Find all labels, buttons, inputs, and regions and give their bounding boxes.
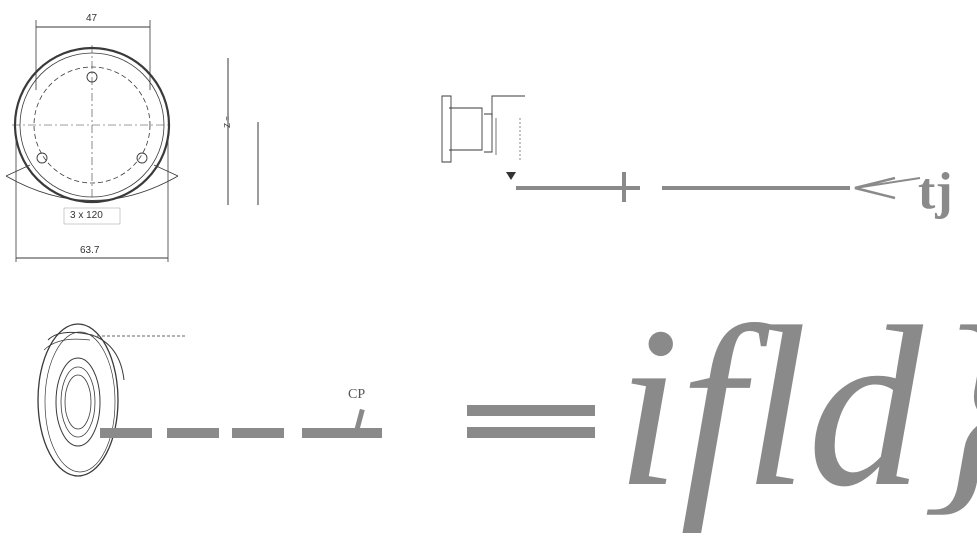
dim-bolt-pattern: 3 x 120 [70,210,103,221]
gray-baseline [516,172,921,202]
side-view [441,95,525,180]
front-view [5,20,179,262]
bolt-hole-left [36,152,48,164]
gray-dash-row [100,408,382,438]
side-marker-label: Z = [222,116,232,128]
cp-mark: CP [348,387,366,402]
perspective-view [37,323,186,477]
datum-triangle [506,172,516,180]
dim-bottom-width: 63.7 [80,245,100,256]
dim-top-width: 47 [86,13,98,24]
bolt-hole-right [136,152,148,164]
arc-span-dimension [5,175,179,201]
ifld-text: ifld} [616,279,977,534]
bolt-hole-top [86,71,98,83]
equals-sign [467,405,595,438]
tj-glyph: tj [918,163,953,220]
side-marker [227,58,259,205]
perspective-outer [37,323,119,477]
